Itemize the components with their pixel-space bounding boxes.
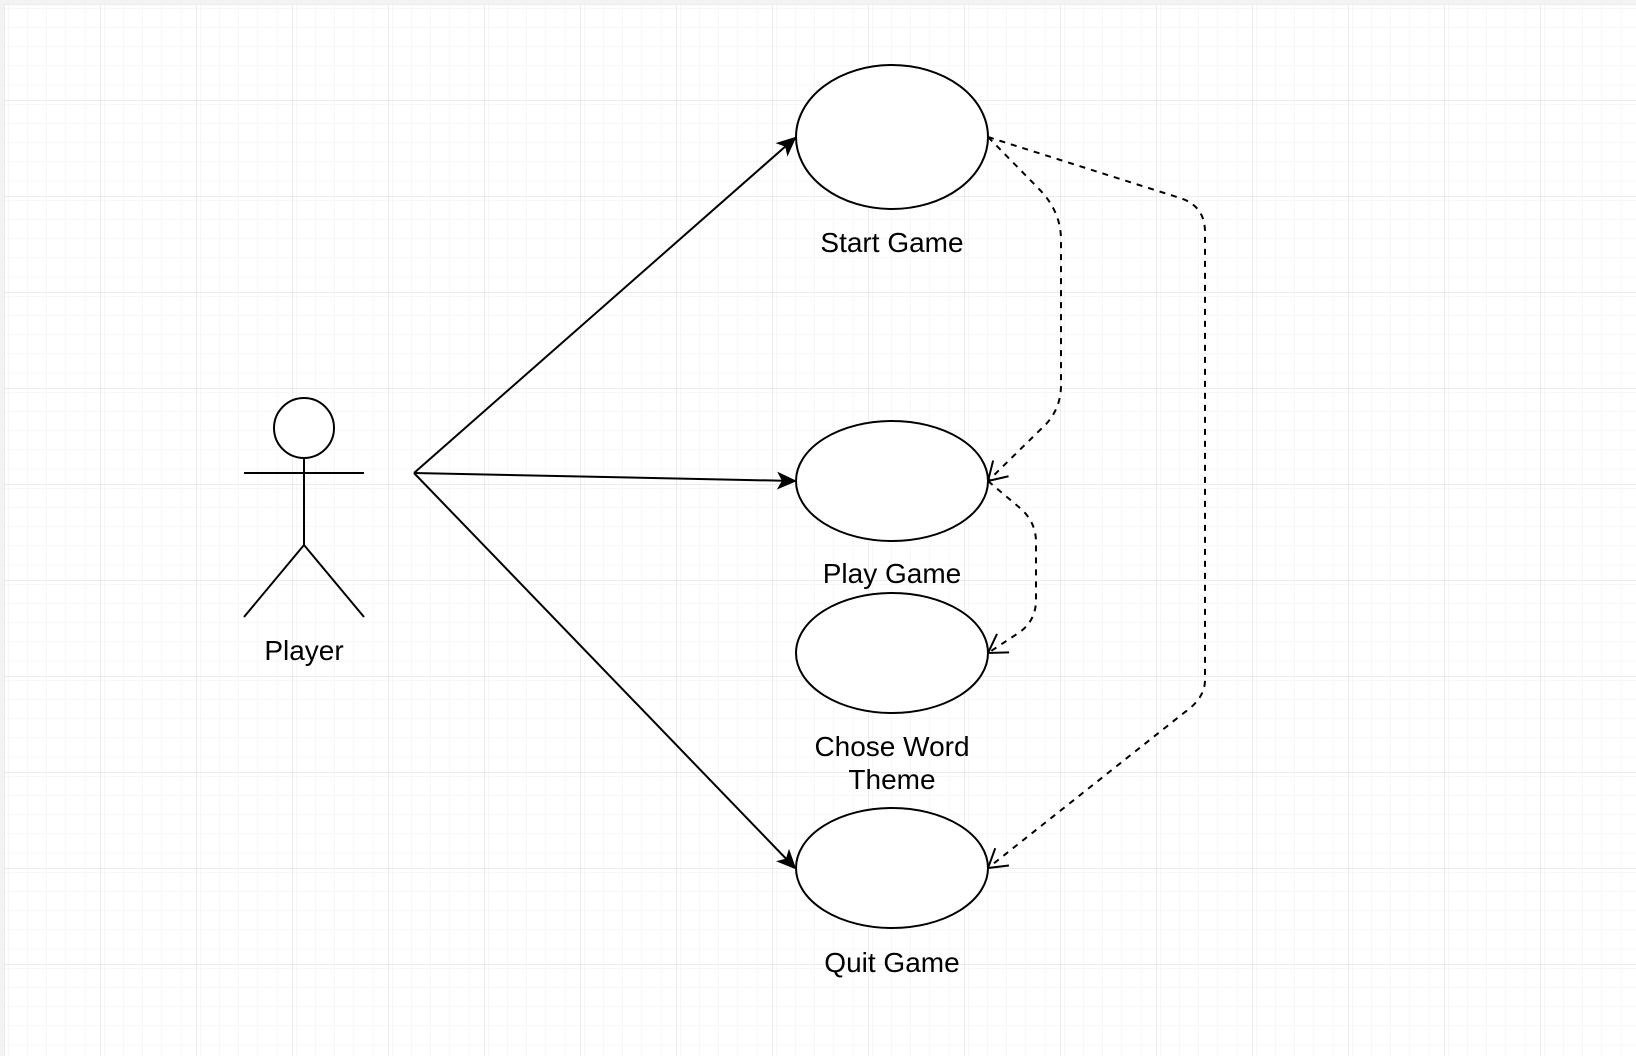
dependency-start-to-quit [988,136,1206,868]
actor-left-leg [243,544,305,618]
use-case-label-play-game: Play Game [823,558,962,589]
use-case-label-chose-word-theme-line1: Chose Word [814,731,969,762]
association-quit-game [413,472,797,870]
use-case-label-quit-game: Quit Game [824,947,959,978]
use-case-quit-game[interactable] [795,807,989,929]
dependency-play-to-theme [988,480,1037,653]
actor-player[interactable] [243,397,365,618]
use-case-chose-word-theme[interactable] [795,592,989,714]
use-case-start-game[interactable] [795,64,989,210]
dependency-start-to-play [988,136,1062,481]
actor-head [273,397,335,459]
association-start-game [413,136,797,474]
actor-right-leg [303,544,365,618]
actor-label: Player [264,635,343,666]
use-case-label-start-game: Start Game [820,227,963,258]
use-case-play-game[interactable] [795,420,989,542]
association-play-game [413,471,797,490]
use-case-label-chose-word-theme-line2: Theme [848,764,935,795]
